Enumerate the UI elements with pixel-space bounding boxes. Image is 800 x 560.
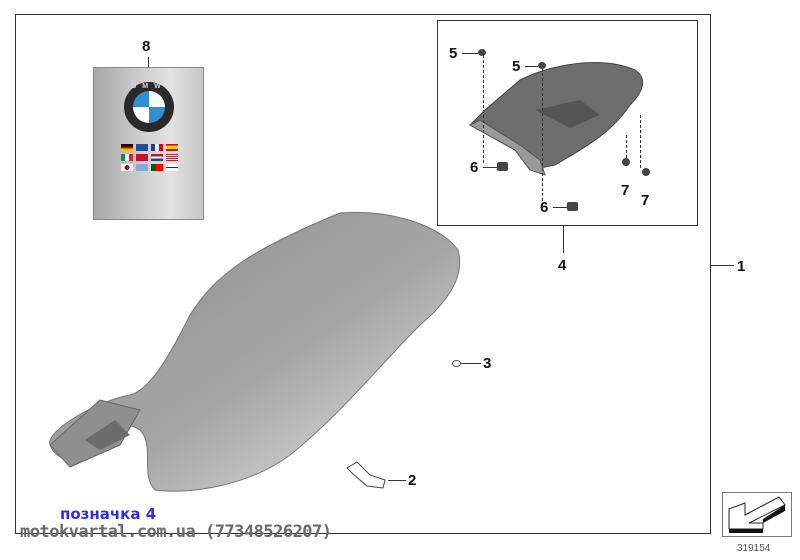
screw-icon — [538, 62, 546, 69]
washer-icon — [452, 360, 461, 367]
callout-6: 6 — [470, 159, 479, 176]
callout-6: 6 — [540, 199, 549, 216]
flag-icon — [136, 144, 148, 151]
callout-8: 8 — [142, 38, 151, 55]
nut-icon — [567, 202, 578, 211]
seat-illustration — [49, 211, 461, 492]
flag-icon — [166, 144, 178, 151]
clip-icon — [346, 461, 386, 489]
navigation-arrow-button[interactable] — [722, 492, 792, 537]
leader-line-8 — [148, 57, 149, 67]
callout-7: 7 — [621, 182, 630, 199]
callout-4: 4 — [558, 257, 567, 274]
callout-2: 2 — [408, 472, 417, 489]
flag-icon — [121, 154, 133, 161]
callout-5: 5 — [512, 58, 521, 75]
flag-icon — [136, 154, 148, 161]
language-flags — [121, 144, 179, 171]
part-label-caption: позначка 4 — [60, 505, 157, 523]
axis-7a — [626, 135, 627, 160]
leader-line-3 — [461, 363, 481, 364]
leader-line-5 — [525, 66, 538, 67]
arrow-down-left-icon — [728, 496, 786, 533]
leader-line-1 — [711, 265, 734, 266]
flag-icon — [121, 144, 133, 151]
screw-icon — [478, 49, 486, 56]
diagram-frame — [15, 14, 711, 534]
buffer-icon — [622, 158, 630, 166]
flag-icon — [151, 154, 163, 161]
watermark-text: motokvartal.com.ua (77348526207) — [20, 522, 332, 542]
rear-seat-kit-illustration — [468, 62, 644, 176]
flag-icon — [166, 154, 178, 161]
leader-line-5 — [462, 53, 478, 54]
leader-line-6 — [553, 207, 567, 208]
callout-3: 3 — [483, 355, 492, 372]
flag-icon — [166, 164, 178, 171]
screw-axis-5b — [542, 68, 543, 208]
leader-line-4 — [563, 226, 564, 253]
rear-seat-kit-inset — [437, 20, 698, 226]
callout-1: 1 — [737, 258, 746, 275]
callout-7: 7 — [641, 192, 650, 209]
flag-icon — [136, 164, 148, 171]
flag-icon — [121, 164, 133, 171]
installation-manual: BMW — [93, 67, 204, 220]
leader-line-2 — [388, 480, 406, 481]
nut-icon — [497, 162, 508, 171]
axis-7b — [640, 115, 641, 170]
screw-axis-5a — [483, 55, 484, 165]
buffer-icon — [642, 168, 650, 176]
diagram-ref-number: 319154 — [737, 543, 771, 554]
flag-icon — [151, 164, 163, 171]
callout-5: 5 — [449, 45, 458, 62]
bmw-logo-icon: BMW — [124, 82, 174, 132]
flag-icon — [151, 144, 163, 151]
leader-line-6 — [483, 167, 497, 168]
